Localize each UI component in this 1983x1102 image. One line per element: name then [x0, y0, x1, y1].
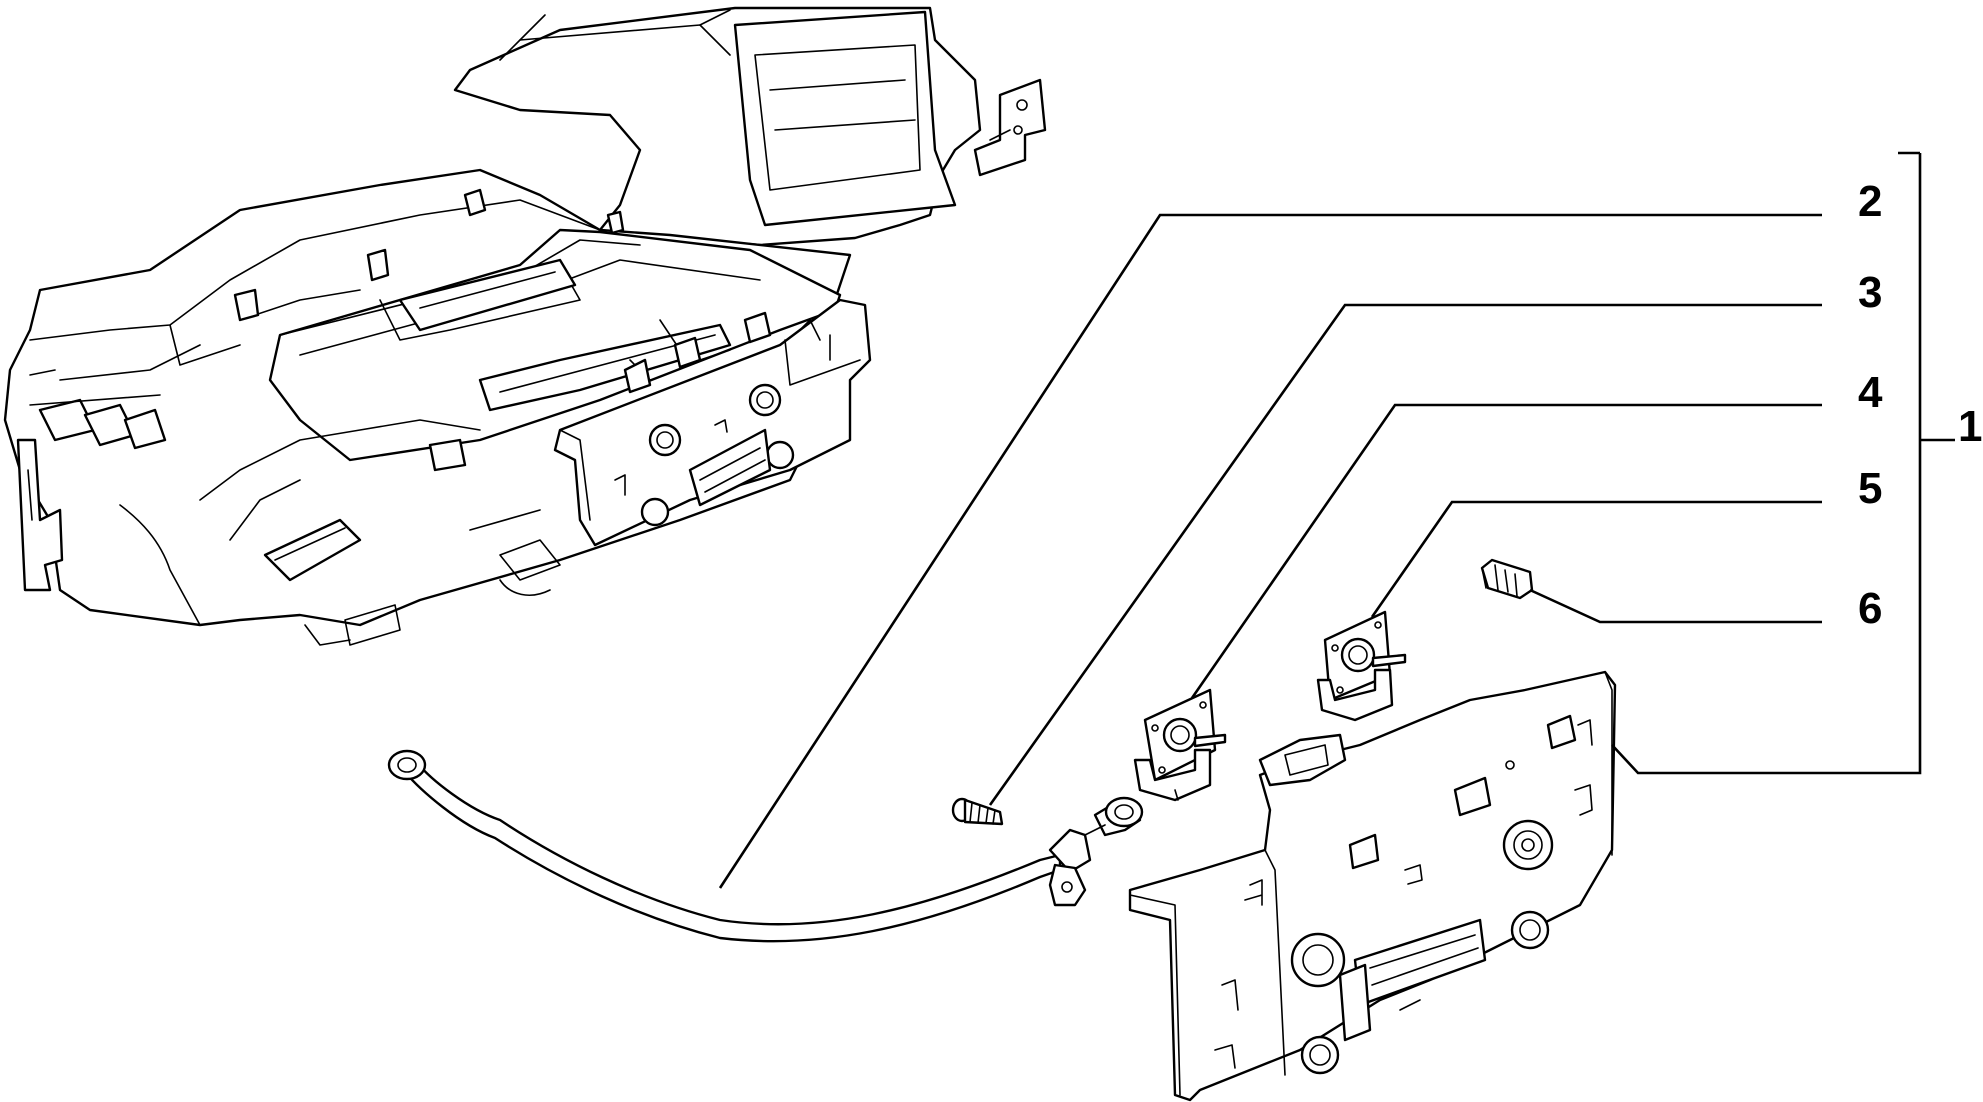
callout-4: 4 [1858, 368, 1883, 417]
leader-3 [988, 303, 1822, 806]
leader-4 [1190, 403, 1822, 699]
callout-6: 6 [1858, 584, 1882, 633]
leader-1-bracket [1611, 153, 1922, 775]
bulb-holder [1480, 558, 1534, 600]
heater-housing-assembly [3, 6, 1047, 646]
callout-3: 3 [1858, 268, 1882, 317]
leader-2 [718, 213, 1822, 889]
screw [951, 797, 1004, 826]
switch-right [1316, 610, 1407, 722]
leader-lines [718, 151, 1955, 889]
leader-5 [1370, 500, 1822, 618]
callout-5: 5 [1858, 464, 1882, 513]
leader-6 [1529, 588, 1822, 624]
ground-cable [387, 749, 1144, 943]
callout-1: 1 [1958, 402, 1982, 451]
callout-2: 2 [1858, 177, 1882, 226]
switch-left [1133, 688, 1227, 802]
control-panel [1128, 670, 1617, 1102]
